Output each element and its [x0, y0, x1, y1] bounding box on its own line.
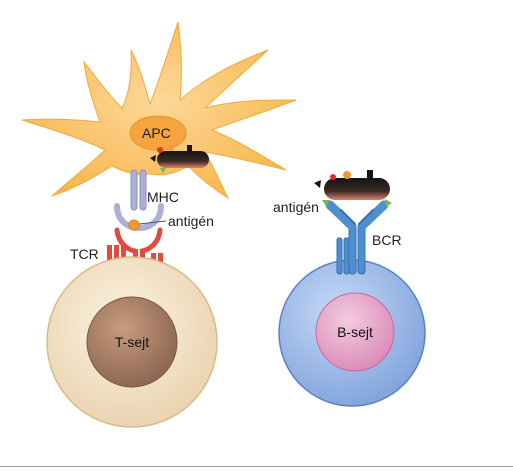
- apc-label: APC: [142, 125, 171, 141]
- bcr-antigen-body: [324, 178, 390, 200]
- mhc-label: MHC: [147, 189, 179, 205]
- mhc-groove: [114, 203, 164, 232]
- antigen-black-triangle: [150, 155, 156, 162]
- apc-cell: APC: [21, 21, 297, 200]
- bcr-right-arm-inner: [358, 209, 374, 225]
- mhc-molecule: [114, 169, 164, 232]
- apc-antigen: [150, 145, 209, 173]
- bcr-side-chain-left: [336, 237, 343, 275]
- bcr-antigen-orange-dot: [343, 171, 351, 179]
- bcr-antigen-black-triangle: [314, 180, 321, 188]
- bcr-left-arm-inner: [340, 209, 356, 225]
- antigen-label-t: antigén: [168, 213, 214, 229]
- antigen-body: [157, 151, 209, 168]
- bcr-stalk-right: [357, 223, 366, 275]
- t-cell-nucleus: [86, 296, 178, 388]
- antigen-red-dot: [157, 147, 163, 153]
- b-cell-label: B-sejt: [337, 324, 373, 340]
- bcr-stalk-left: [348, 223, 357, 275]
- mhc-left-stalk: [130, 169, 138, 211]
- antigen-label-b: antigén: [273, 199, 319, 215]
- mhc-right-stalk: [139, 169, 147, 211]
- tcr-label: TCR: [70, 246, 99, 262]
- apc-body: [21, 21, 297, 200]
- bcr-label: BCR: [372, 232, 402, 248]
- t-cell-label: T-sejt: [115, 334, 149, 350]
- bcr-left-arm: [325, 200, 357, 231]
- antigen-green-triangle: [160, 168, 166, 173]
- bcr-antigen-green-right: [385, 199, 392, 207]
- b-cell: B-sejt: [278, 259, 426, 407]
- b-cell-nucleus: [315, 292, 395, 372]
- presented-antigen: [128, 219, 140, 231]
- bcr-antigen-green-left: [322, 200, 330, 206]
- bcr-antigen-red-dot: [330, 174, 336, 180]
- antigen-knob: [187, 145, 192, 152]
- antigen-orange-dot: [168, 145, 174, 151]
- bcr-molecule: [325, 200, 389, 275]
- t-cell: T-sejt: [46, 256, 218, 428]
- bcr-antigen-knob: [367, 170, 373, 179]
- bcr-right-arm: [357, 200, 389, 231]
- antigen-pointer: [138, 220, 167, 225]
- bcr-side-chain-right: [343, 237, 350, 275]
- bcr-antigen: [314, 170, 392, 207]
